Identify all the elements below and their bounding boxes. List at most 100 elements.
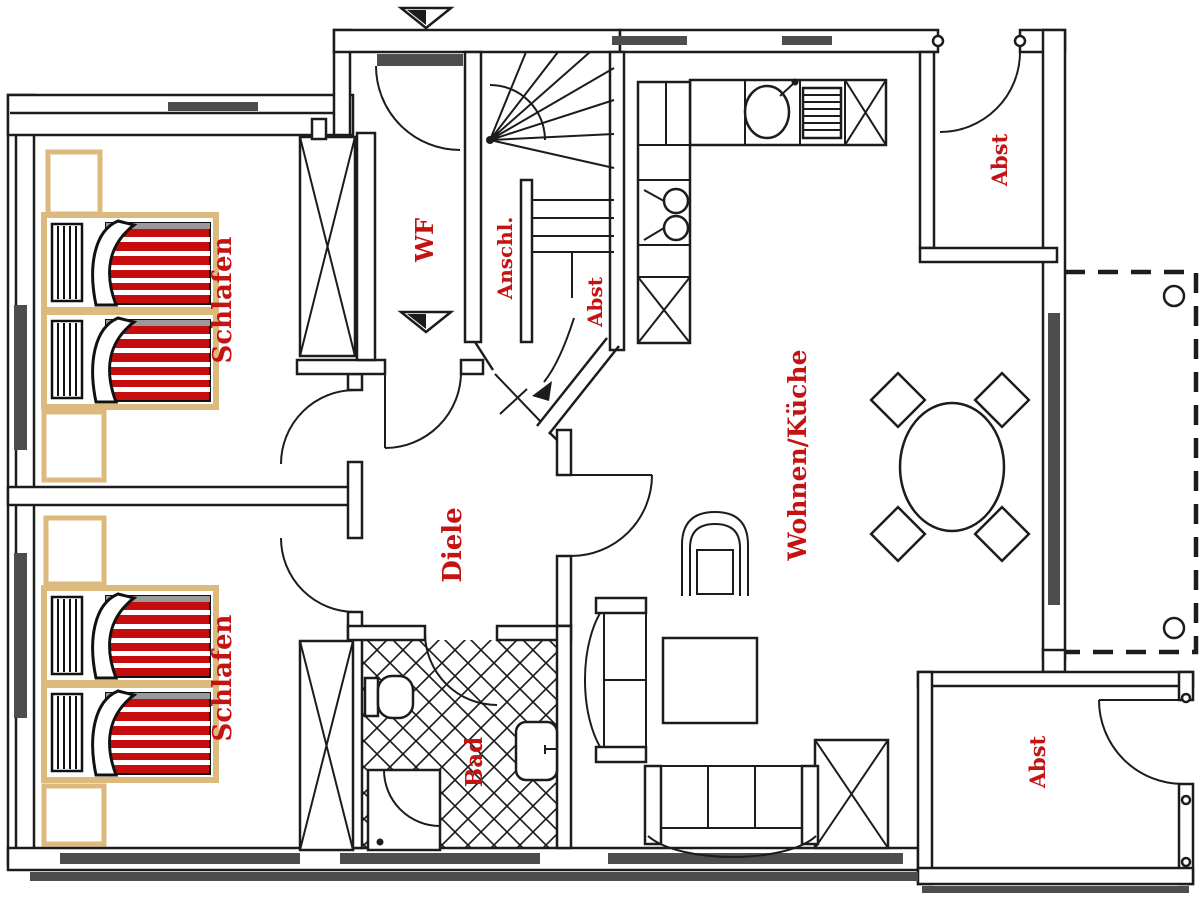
window-bottom-living: [608, 853, 903, 864]
column-dividers: [638, 82, 690, 278]
shafts: [298, 117, 890, 852]
understairs-diagonal-wall: [536, 337, 608, 427]
counter-xbox: [844, 79, 887, 146]
window-kitchen-a: [612, 36, 687, 45]
sofa: [643, 764, 820, 858]
section-marker-icon: [399, 6, 453, 30]
door-arc-vestibule: [375, 65, 461, 151]
room-label-storage-under-stairs: Abst: [583, 276, 607, 328]
door-post: [931, 34, 945, 48]
room-labels: Schlafen Schlafen WF Anschl. Abst Abst D…: [208, 133, 1050, 789]
door-hinge-post: [1180, 794, 1192, 806]
section-marker-icon: [399, 310, 453, 334]
storage-tr-south-wall: [918, 246, 1059, 264]
storage-br-south-wall: [916, 866, 1195, 886]
room-label-hall: Diele: [438, 507, 468, 582]
terrace-post: [1162, 616, 1186, 640]
window-left-bedroom-bottom: [14, 553, 27, 718]
hall-living-wall-b: [555, 554, 573, 628]
nightstand: [45, 149, 103, 217]
shaft-living: [813, 738, 890, 850]
terrace-post: [1162, 284, 1186, 308]
terrace-dashed-line: [1065, 269, 1199, 655]
vestibule-south-wall-a: [295, 358, 387, 376]
room-label-storage-bottom-right: Abst: [1025, 735, 1050, 789]
hall-west-wall-seg: [346, 372, 364, 392]
room-label-bedroom-top: Schlafen: [208, 236, 238, 363]
door-arc-storage-bottom-right: [1098, 699, 1184, 785]
bed: [44, 588, 216, 683]
stair-newel: [486, 136, 494, 144]
nightstand: [43, 515, 107, 587]
storage-tr-west-wall: [918, 50, 936, 250]
room-label-anschluss: Anschl.: [493, 217, 517, 301]
bed: [44, 685, 216, 780]
door-arc-bedroom-top: [280, 389, 356, 465]
entrance-arrow-tail: [543, 317, 575, 383]
washbasin-icon: [514, 720, 559, 782]
ground-sill-band-br: [922, 886, 1189, 893]
terrace-boundary: [1065, 269, 1199, 655]
stove-icon: [801, 86, 843, 140]
dining-set: [869, 371, 1031, 563]
entrance-door-swing-tick: [499, 388, 528, 415]
understairs-jog: [548, 431, 558, 441]
door-arc-bedroom-bottom: [280, 537, 356, 613]
room-label-bedroom-bottom: Schlafen: [208, 614, 238, 741]
top-left-wall: [6, 93, 355, 137]
entrance: [494, 317, 575, 423]
armchair: [681, 510, 749, 596]
staircase: [486, 51, 615, 298]
vestibule-east-wall: [463, 50, 483, 344]
right-wall-connector: [1041, 648, 1067, 674]
stairs-left-wall: [519, 178, 534, 344]
coffee-table: [661, 636, 759, 725]
bed: [44, 215, 216, 310]
window-kitchen-b: [782, 36, 832, 45]
door-hinge-post: [1180, 692, 1192, 704]
storage-br-north-wall: [916, 670, 1195, 688]
vestibule-west-wall: [355, 131, 377, 362]
dining-table: [898, 401, 1006, 533]
bath-north-wall-a: [346, 624, 427, 642]
living-room-furniture: [584, 510, 820, 858]
loveseat: [584, 596, 648, 764]
window-bottom-bedroom: [60, 853, 300, 864]
shaft-bedroom-bottom: [298, 639, 355, 852]
hall-living-wall-a: [555, 428, 573, 477]
shaft-bedroom-top: [298, 117, 357, 358]
room-label-living-kitchen: Wohnen/Küche: [783, 350, 812, 562]
door-arc-storage-top-right: [939, 51, 1021, 133]
stair-straight-treads: [532, 199, 614, 253]
door-arc-hall-north: [384, 371, 462, 449]
window-living-east: [1048, 313, 1060, 605]
hall-west-wall-seg: [346, 460, 364, 540]
double-sink-bowl: [662, 187, 690, 215]
understairs-diagonal-wall: [548, 345, 620, 435]
left-outer-wall: [6, 93, 36, 867]
top-mid-wall: [332, 28, 622, 54]
ground-sill-band: [30, 872, 918, 881]
door-hinge-post: [1180, 856, 1192, 868]
kitchen-sink-icon: [743, 84, 791, 140]
stair-walk-line: [489, 84, 546, 141]
sink-faucet-knob: [791, 78, 799, 86]
window-left-bedroom-top: [14, 305, 27, 450]
bed: [44, 312, 216, 407]
double-sink-bowl: [662, 214, 690, 242]
toilet-icon: [363, 674, 415, 720]
entrance-arrow-icon: [532, 381, 552, 401]
dining-chair: [869, 505, 927, 563]
windows: [14, 36, 1189, 893]
bedroom-bottom-furniture: [43, 515, 216, 847]
shower-icon: [366, 768, 442, 852]
vestibule-south-wall-b: [459, 358, 485, 376]
bedroom-divider-wall: [6, 485, 354, 507]
room-label-vestibule: WF: [410, 218, 439, 263]
window-bottom-bath: [340, 853, 540, 864]
kitchen: [636, 78, 888, 345]
bedroom-top-furniture: [44, 149, 216, 483]
door-arc-living: [570, 474, 653, 557]
dining-chair: [869, 371, 927, 429]
